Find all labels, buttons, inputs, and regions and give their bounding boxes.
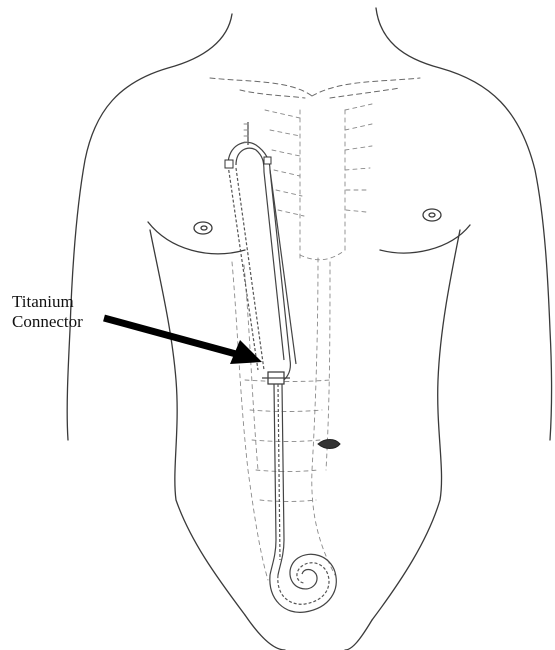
upper-cuff (225, 160, 233, 168)
left-nipple (194, 222, 212, 234)
lower-catheter (270, 384, 284, 575)
label-connector: Connector (12, 312, 83, 331)
navel (318, 440, 340, 449)
skeletal-guides (210, 78, 420, 260)
nipples (194, 209, 441, 234)
right-nipple (423, 209, 441, 221)
upper-right-cuff (264, 157, 271, 164)
titanium-connector-junction (262, 372, 290, 384)
label-titanium: Titanium (12, 292, 74, 311)
catheter-coil (270, 554, 336, 612)
connector-arrow (104, 318, 262, 364)
